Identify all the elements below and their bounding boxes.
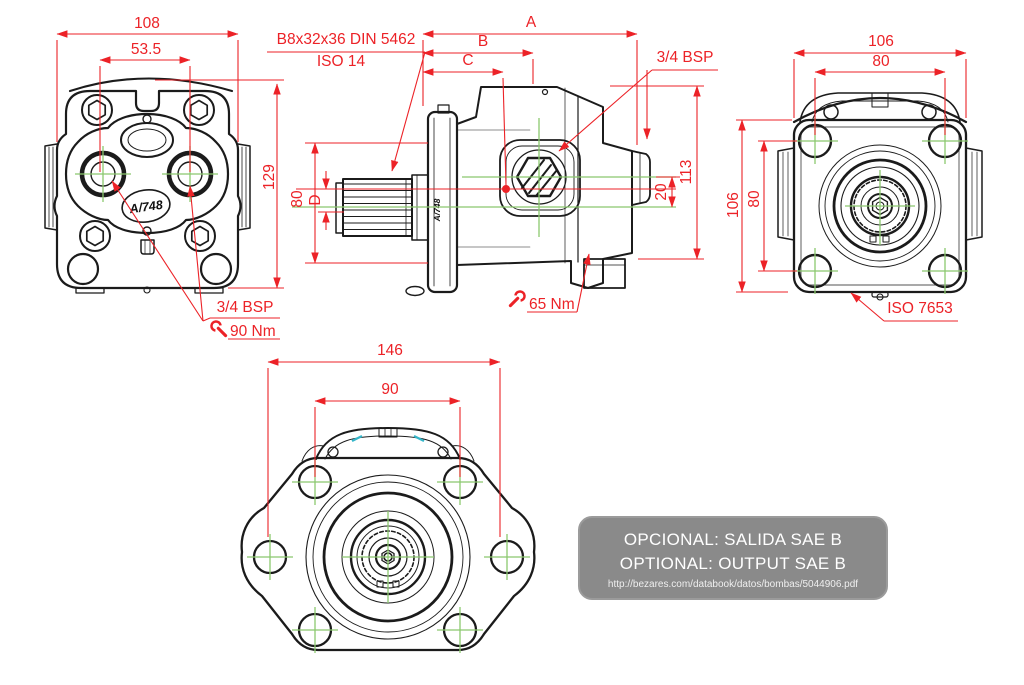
side-port-label: 3/4 BSP [657,49,714,66]
wrench-icon [508,289,527,308]
side-dim-c: C [422,52,507,186]
rear-view-body [777,92,983,301]
side-dim-pilot: 80 [289,142,428,264]
front-port-left [75,146,131,202]
front-torque-callout: 90 Nm [209,319,280,340]
note-line-spanish: OPCIONAL: SALIDA SAE B [623,530,843,549]
side-port-callout: 3/4 BSP [558,49,718,152]
side-centerlines [292,118,676,237]
front-dim-height-label: 129 [261,164,278,190]
front-dim-width-label: 108 [134,15,160,32]
rear-dim-bolt-h: 80 [814,53,946,135]
side-dim-port-offset-label: 20 [653,183,670,201]
note-line-english: OPTIONAL: OUTPUT SAE B [619,554,847,573]
front-port-callout: 3/4 BSP [111,180,280,322]
bottom-seal-mark-right [413,435,425,442]
side-dim-shaft: D [307,171,344,230]
note-url: http://bezares.com/databook/datos/bombas… [607,579,859,590]
rear-dim-height: 106 [725,119,792,293]
side-torque-callout: 65 Nm [508,253,591,313]
front-dim-width: 108 [56,15,239,142]
rear-standard-callout: ISO 7653 [850,292,958,322]
side-part-number: A/748 [432,198,442,222]
side-dim-pilot-label: 80 [289,190,306,208]
rear-dim-bolt-h-label: 80 [872,53,890,70]
bottom-view: 146 90 [240,342,536,653]
side-drain-point [502,185,510,193]
wrench-icon [209,319,228,338]
side-spline-standard-label: ISO 14 [317,53,366,70]
side-dim-a-label: A [526,14,537,31]
bottom-dim-width: 146 [267,342,501,537]
side-dim-c-label: C [462,52,473,69]
rear-view: 106 80 106 80 ISO 7653 [725,33,983,322]
side-torque-label: 65 Nm [529,296,575,313]
bottom-output-boss [305,474,471,640]
bottom-dim-bolt-spacing-label: 90 [381,381,399,398]
front-view: A/748 [44,15,284,340]
front-bolt-bottom-left [79,220,111,252]
front-bolt-top-right [183,94,215,126]
bottom-view-body [240,427,536,653]
rear-standard-label: ISO 7653 [887,300,953,317]
rear-dim-width: 106 [793,33,967,118]
bottom-bolt-holes [247,459,530,653]
side-spline-callout: B8x32x36 DIN 5462 ISO 14 [267,31,426,172]
optional-output-note: OPCIONAL: SALIDA SAE B OPTIONAL: OUTPUT … [578,516,888,600]
front-dim-height: 129 [155,79,284,289]
front-dim-port-spacing-label: 53.5 [131,41,161,58]
side-dim-a: A [422,14,638,145]
side-view-body: A/748 [335,86,651,297]
front-bolt-top-left [81,94,113,126]
front-torque-label: 90 Nm [230,323,276,340]
side-dim-shaft-label: D [307,194,324,205]
front-part-number: A/748 [128,198,164,217]
rear-dim-bolt-v-label: 80 [746,190,763,208]
front-view-body: A/748 [44,77,251,294]
side-dim-height-label: 113 [678,160,695,185]
side-dim-b-label: B [478,33,488,50]
front-port-label: 3/4 BSP [217,299,274,316]
rear-bolt-holes [792,118,968,294]
rear-dim-bolt-v: 80 [746,140,797,272]
side-spline-spec-label: B8x32x36 DIN 5462 [277,31,416,48]
side-view: A/748 [267,14,718,313]
bottom-dim-bolt-spacing: 90 [314,381,461,477]
side-dim-height: 113 [610,85,704,260]
rear-shaft-boss [818,144,942,268]
rear-dim-height-label: 106 [725,192,742,218]
bottom-dim-width-label: 146 [377,342,403,359]
front-bolt-bottom-right [184,220,216,252]
front-dim-port-spacing: 53.5 [99,41,191,172]
side-dim-b: B [422,33,534,84]
side-dim-port-offset: 20 [653,176,680,208]
rear-dim-width-label: 106 [868,33,894,50]
bottom-seal-mark-left [351,435,363,442]
